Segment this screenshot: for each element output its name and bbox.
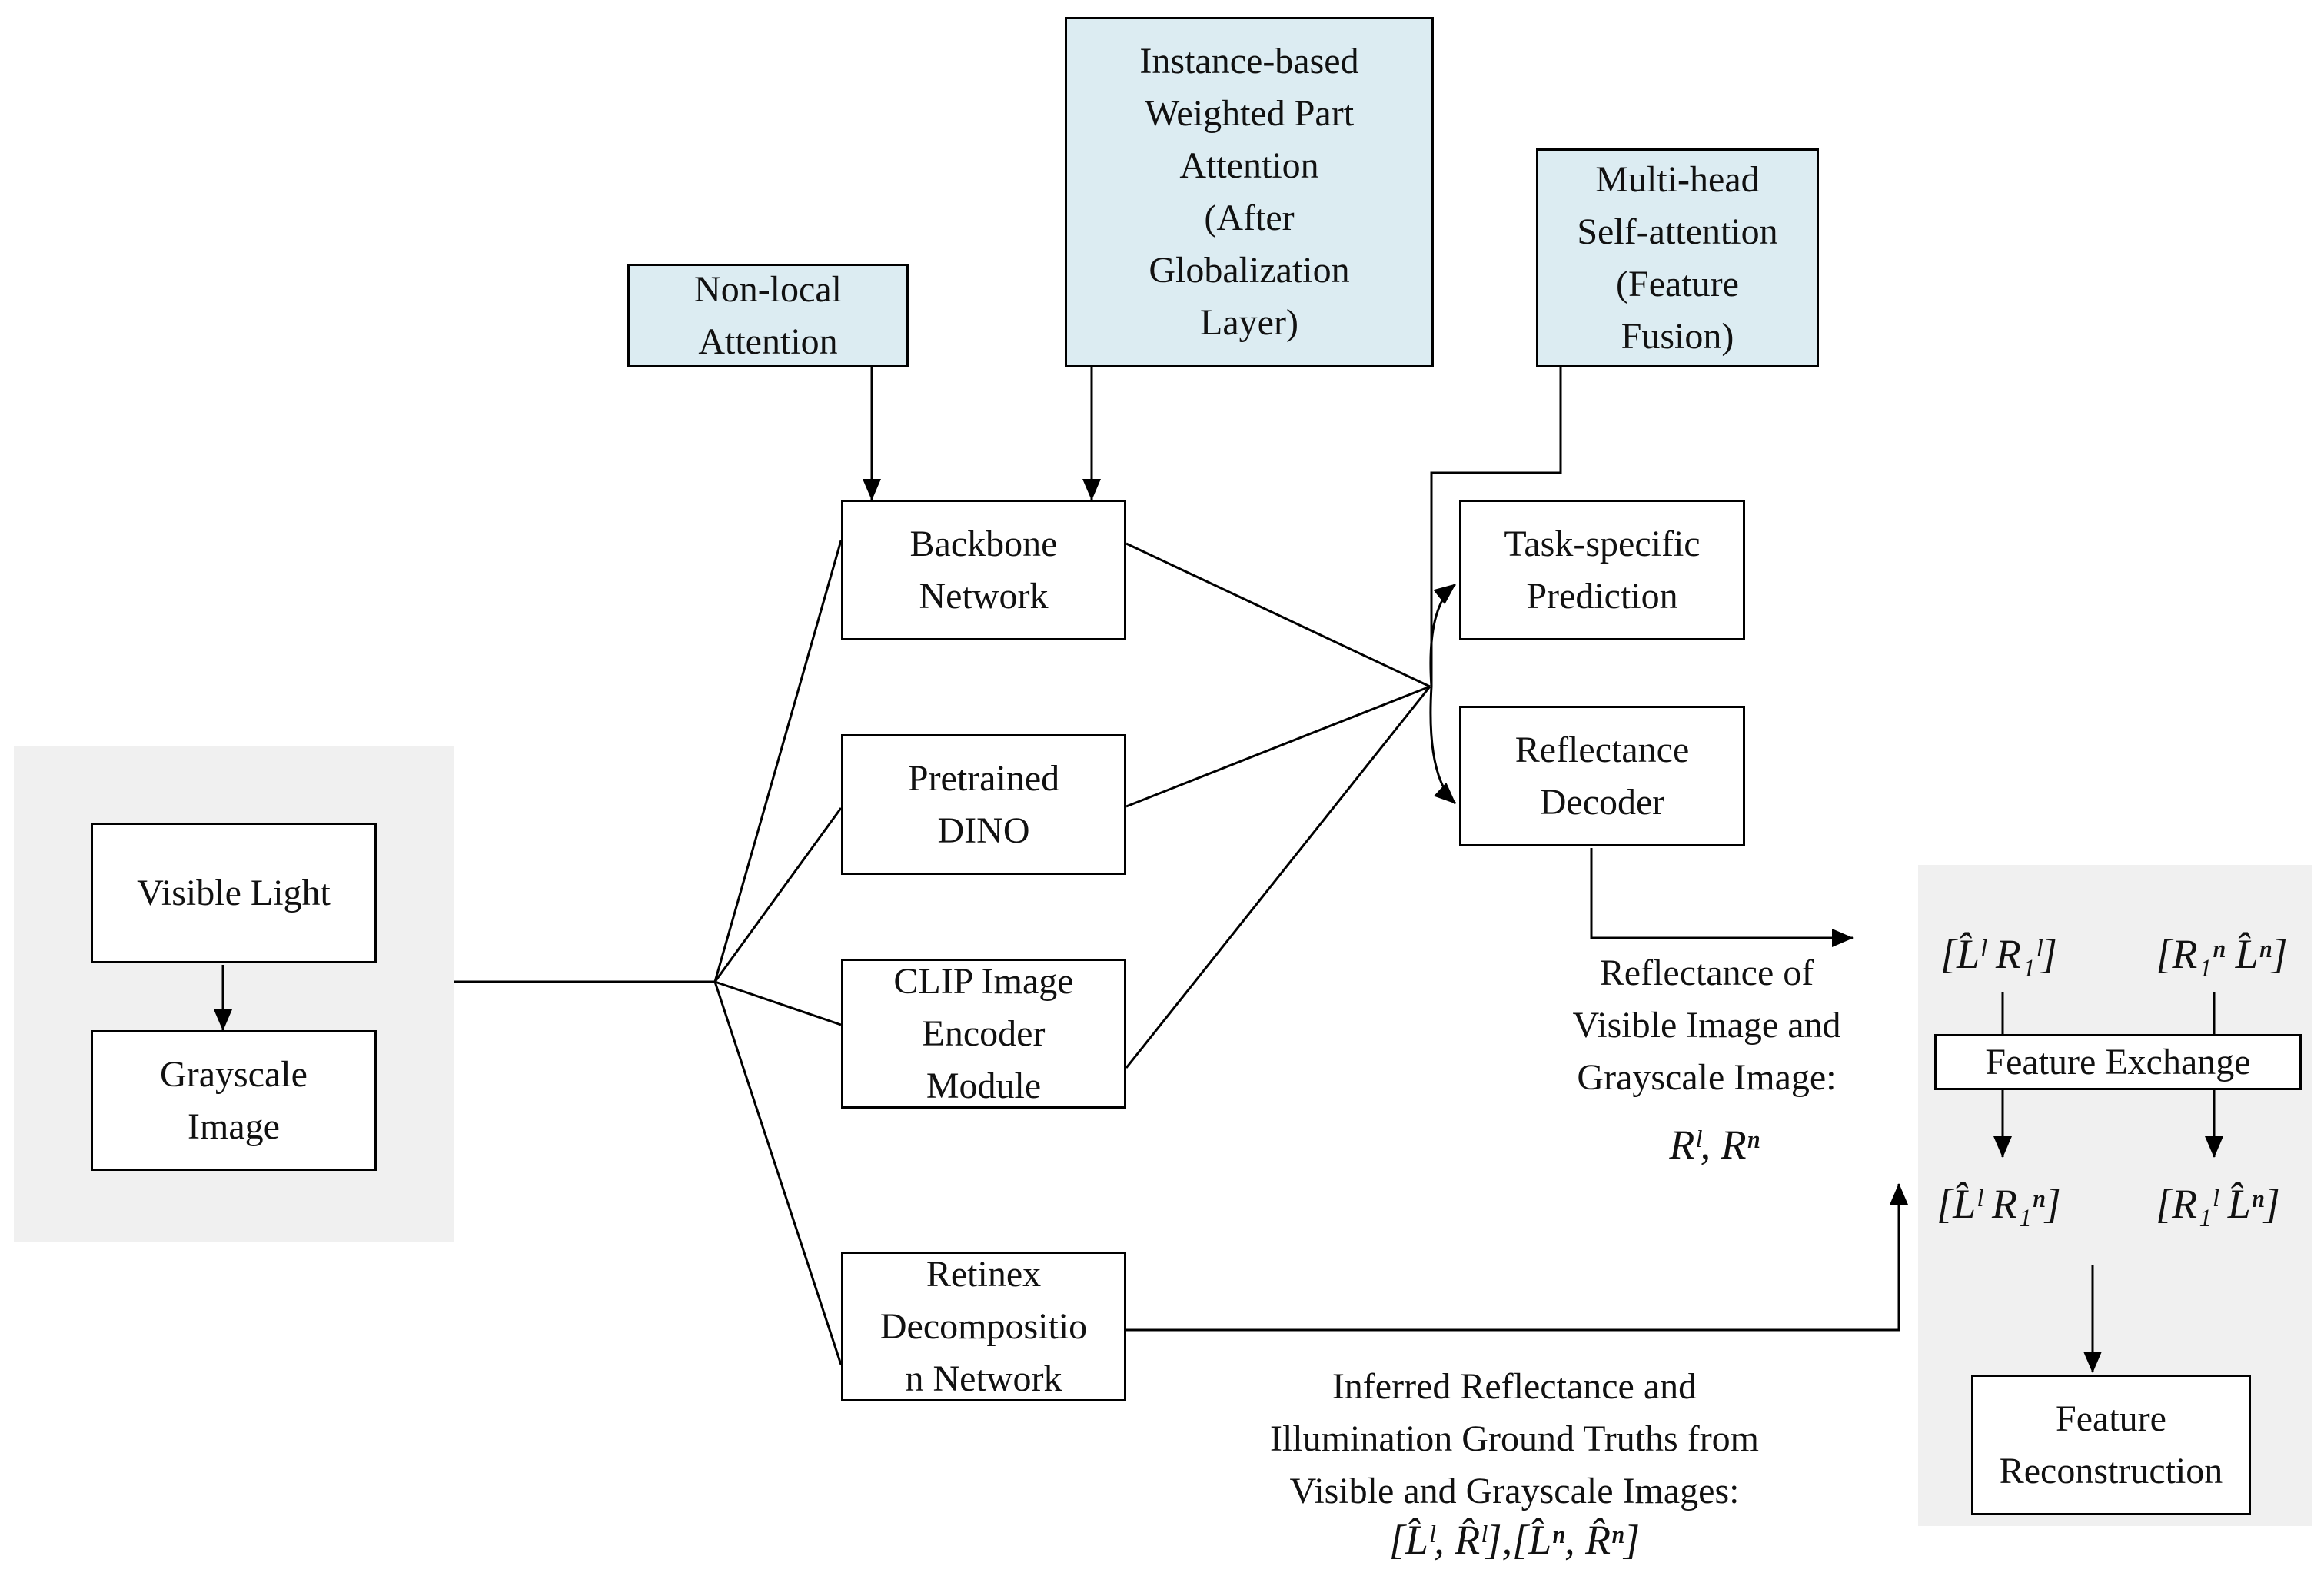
instance-attention-box: Instance-based Weighted Part Attention (… xyxy=(1065,17,1434,367)
backbone-network-box: Backbone Network xyxy=(841,500,1126,640)
pair-bottom-right: [R₁ˡ L̂ⁿ] xyxy=(2156,1181,2280,1227)
arrow-merge-to-task xyxy=(1429,583,1456,687)
task-prediction-box: Task-specific Prediction xyxy=(1459,500,1745,640)
line-multihead-to-merge xyxy=(1430,367,1562,687)
line-fan-backbone xyxy=(713,540,843,983)
inferred-math: [L̂ˡ, R̂ˡ],[L̂ⁿ, R̂ⁿ] xyxy=(1388,1517,1641,1563)
line-dino-to-merge xyxy=(1125,685,1431,808)
line-backbone-to-merge xyxy=(1125,542,1431,688)
grayscale-image-box: Grayscale Image xyxy=(91,1030,377,1171)
feature-reconstruction-box: Feature Reconstruction xyxy=(1971,1375,2251,1515)
arrow-retinex-to-feature xyxy=(1126,1183,1908,1332)
non-local-attention-box: Non-local Attention xyxy=(627,264,909,367)
reflectance-caption: Reflectance of Visible Image and Graysca… xyxy=(1572,953,1841,1098)
reflectance-decoder-box: Reflectance Decoder xyxy=(1459,706,1745,846)
pair-bottom-left: [L̂ˡ R₁ⁿ] xyxy=(1937,1181,2061,1227)
reflectance-math: Rˡ, Rⁿ xyxy=(1669,1122,1760,1168)
visible-light-box: Visible Light xyxy=(91,823,377,963)
arrow-decoder-to-output xyxy=(1590,848,1854,947)
line-fan-dino xyxy=(713,807,843,983)
pair-top-left: [L̂ˡ R₁ˡ] xyxy=(1940,931,2058,977)
inferred-caption: Inferred Reflectance and Illumination Gr… xyxy=(1269,1366,1760,1511)
line-fan-clip xyxy=(714,980,842,1026)
retinex-network-box: Retinex Decompositio n Network xyxy=(841,1252,1126,1401)
line-clip-to-merge xyxy=(1125,686,1431,1069)
arrow-merge-to-decoder xyxy=(1429,686,1457,805)
line-fan-retinex xyxy=(713,981,843,1365)
multi-head-attention-box: Multi-head Self-attention (Feature Fusio… xyxy=(1536,148,1819,367)
pretrained-dino-box: Pretrained DINO xyxy=(841,734,1126,875)
clip-encoder-box: CLIP Image Encoder Module xyxy=(841,959,1126,1109)
feature-exchange-box: Feature Exchange xyxy=(1934,1034,2302,1090)
pair-top-right: [R₁ⁿ L̂ⁿ] xyxy=(2156,931,2288,977)
